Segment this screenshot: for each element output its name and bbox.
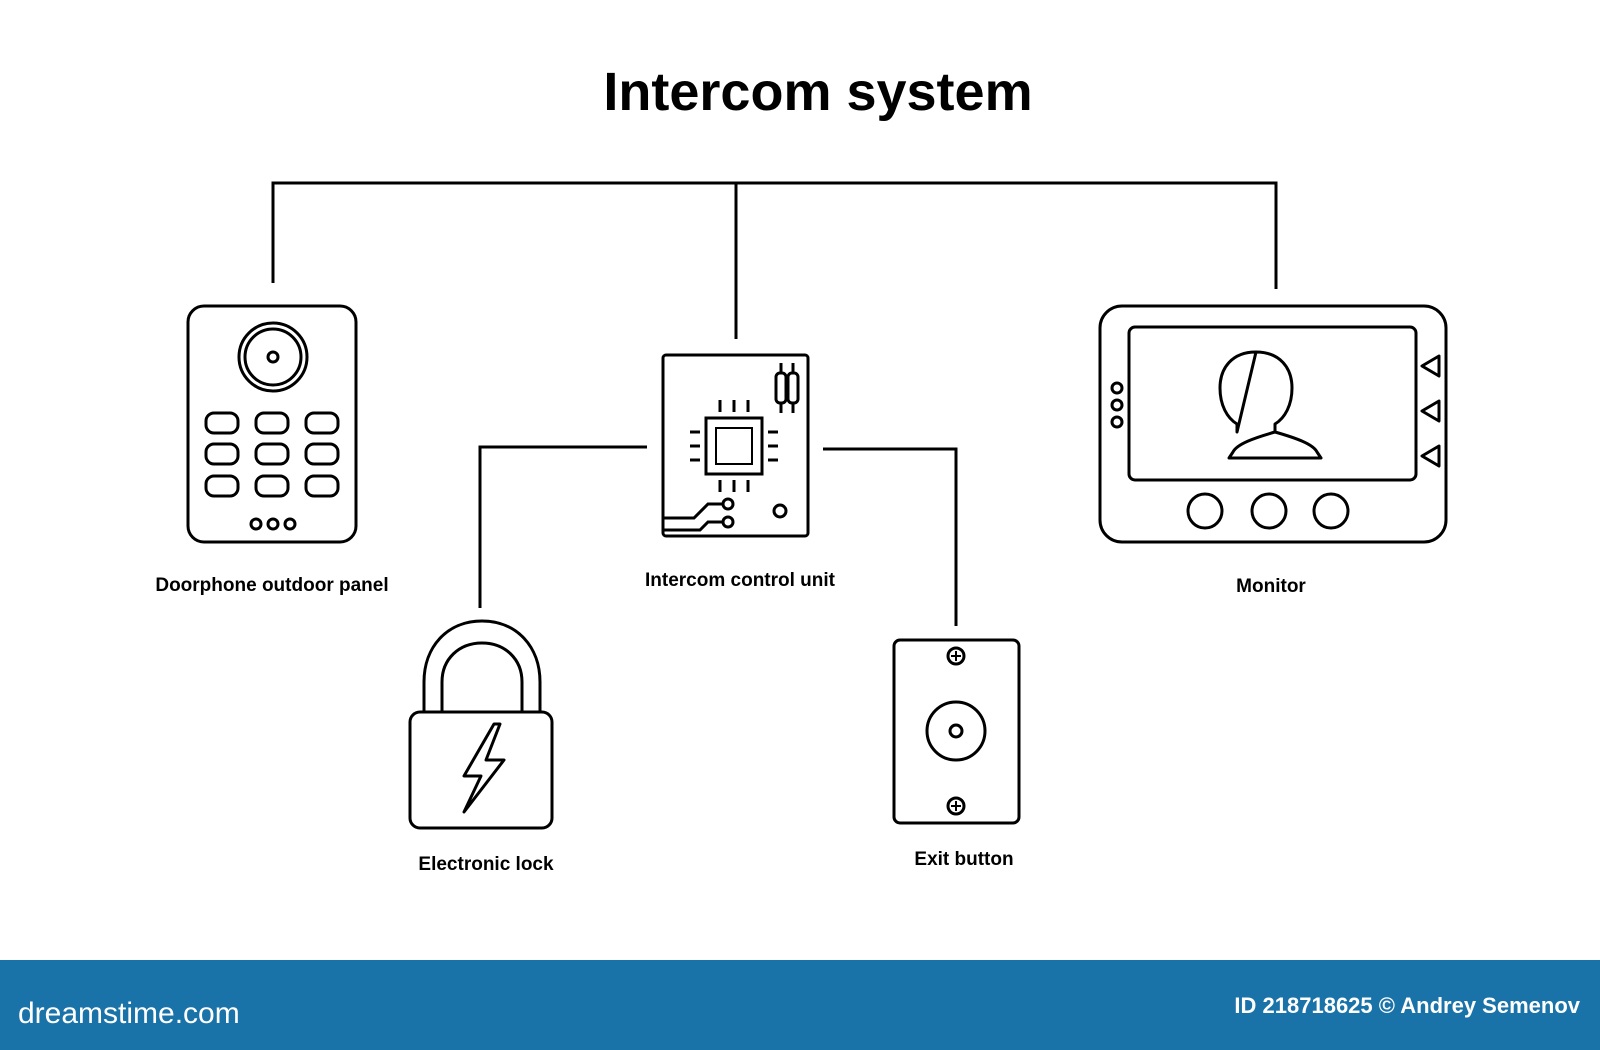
lock-label: Electronic lock: [418, 854, 554, 875]
control-unit-icon: [661, 353, 810, 538]
monitor-label: Monitor: [1236, 576, 1306, 597]
lock-link: [478, 445, 647, 608]
user-avatar-icon: [1218, 350, 1323, 460]
monitor-icon: [1098, 304, 1448, 544]
footer-bar: [0, 960, 1600, 1050]
page-title: Intercom system: [603, 62, 1032, 122]
exit-button-label: Exit button: [914, 849, 1013, 870]
doorphone-panel-icon: [186, 304, 358, 544]
footer-credit: ID 218718625 © Andrey Semenov: [1234, 993, 1580, 1018]
connection-lines: [271, 181, 1278, 626]
electronic-lock-icon: [408, 619, 554, 830]
exit-button-icon: [892, 638, 1021, 825]
control-unit-label: Intercom control unit: [645, 570, 836, 591]
exit-button-link: [823, 447, 958, 626]
footer-logo: dreamstime.com: [18, 997, 240, 1030]
doorphone-label: Doorphone outdoor panel: [155, 575, 388, 596]
top-bus-line: [271, 181, 1278, 289]
